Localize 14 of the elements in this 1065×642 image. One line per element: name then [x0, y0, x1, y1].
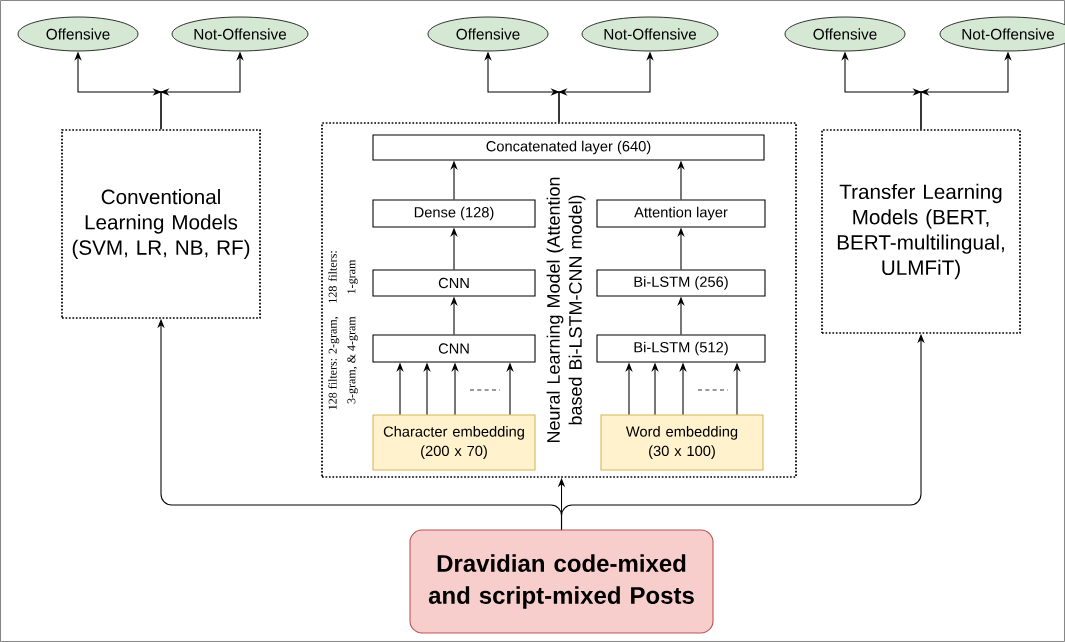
layer-box: CNN — [372, 334, 536, 363]
layer-box: Bi-LSTM (256) — [596, 269, 766, 297]
input-box: Dravidian code-mixed and script-mixed Posts — [409, 529, 714, 634]
model-box: Transfer Learning Models (BERT, BERT-multilingual, ULMFiT) — [821, 129, 1021, 334]
layer-box: Dense (128) — [372, 199, 536, 228]
filter-label: 128 filters: 2-gram, 3-gram, & 4-gram — [328, 316, 358, 410]
layer-box: CNN — [372, 269, 536, 297]
layer-box: Concatenated layer (640) — [372, 134, 765, 161]
embedding-box: Character embedding (200 x 70) — [372, 414, 536, 471]
filter-label: 128 filters: 1-gram — [328, 251, 358, 303]
layer-box: Attention layer — [596, 199, 766, 228]
model-box: Conventional Learning Models (SVM, LR, NB, RF) — [61, 129, 261, 319]
embedding-box: Word embedding (30 x 100) — [600, 414, 764, 471]
layer-box: Bi-LSTM (512) — [596, 334, 766, 363]
